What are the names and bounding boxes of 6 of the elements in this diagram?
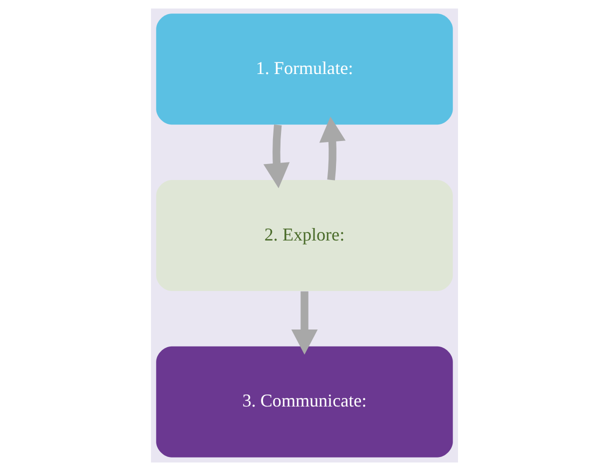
arrow	[318, 116, 346, 180]
arrow	[262, 124, 290, 188]
node-box: 1. Formulate:	[156, 14, 452, 125]
node-box: 3. Communicate:	[156, 346, 452, 458]
arrow	[290, 291, 318, 355]
node-box: 2. Explore:	[156, 180, 452, 291]
